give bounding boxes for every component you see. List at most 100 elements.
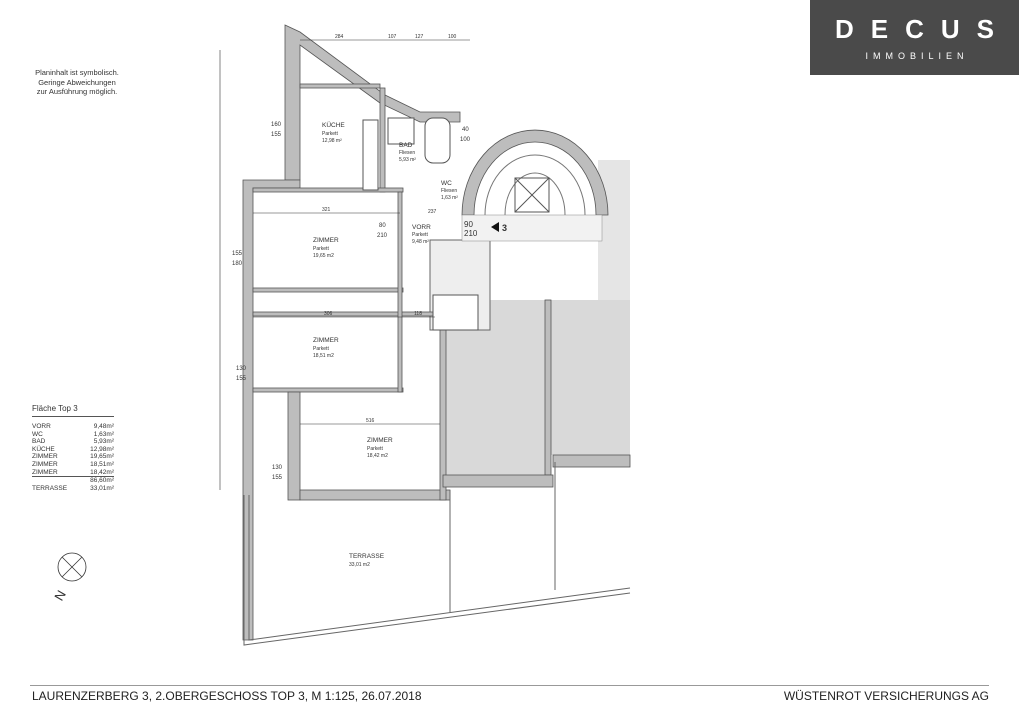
dimension-label: 155: [232, 251, 243, 257]
footer-divider: [30, 685, 989, 686]
room-area: 1,63 m²: [441, 195, 458, 201]
room-floor: Parkett: [412, 232, 428, 238]
area-total-row: 86,60m²: [32, 477, 114, 485]
entrance-door-height: 210: [464, 229, 478, 238]
room-floor: Fliesen: [399, 150, 415, 156]
dimension-label: 284: [335, 34, 344, 40]
room-area: 12,98 m²: [322, 138, 342, 144]
dimension-label: 160: [271, 122, 282, 128]
room-name: ZIMMER: [367, 437, 393, 444]
room-floor: Parkett: [322, 131, 338, 137]
dimension-label: 100: [448, 34, 457, 40]
elevator: [514, 177, 550, 213]
room-floor: Parkett: [313, 346, 329, 352]
dimension-label: 107: [388, 34, 397, 40]
room: WC: [32, 430, 43, 438]
disclaimer-line: Geringe Abweichungen: [38, 77, 116, 87]
disclaimer-line: Planinhalt ist symbolisch.: [35, 68, 119, 77]
room-floor: Parkett: [313, 246, 329, 252]
area: 5,93m²: [93, 438, 114, 446]
room: VORR: [32, 423, 51, 430]
owner-name: WÜSTENROT VERSICHERUNGS AG: [783, 689, 989, 703]
area-row: VORR 9,48m²: [32, 423, 114, 431]
dimension-label: 516: [366, 418, 375, 424]
room: ZIMMER: [32, 460, 58, 468]
room-floor: Fliesen: [441, 188, 457, 194]
dimension-label: 210: [377, 233, 388, 239]
entrance-arrow-icon: [491, 222, 499, 232]
room-area: 9,48 m²: [412, 239, 429, 245]
kitchen-counter-icon: [362, 119, 379, 191]
room: TERRASSE: [32, 484, 68, 492]
room-floor: Parkett: [367, 446, 383, 452]
plan-caption: LAURENZERBERG 3, 2.OBERGESCHOSS TOP 3, M…: [32, 689, 422, 703]
room-area: 18,42 m2: [367, 453, 388, 459]
room: ZIMMER: [32, 468, 58, 476]
room-area: 5,93 m²: [399, 157, 416, 163]
area-row: ZIMMER 19,65m²: [32, 453, 114, 461]
room-area: 33,01 m2: [349, 562, 370, 568]
room-name: VORR: [412, 224, 431, 231]
room: BAD: [32, 438, 46, 446]
bathtub-icon: [424, 117, 451, 164]
dimension-label: 155: [272, 475, 283, 481]
area: 19,65m²: [90, 453, 114, 461]
neighbour-area: [598, 160, 630, 300]
room-labels: KÜCHE Parkett 12,98 m² BAD Fliesen 5,93 …: [313, 121, 458, 568]
dimension-label: 306: [324, 311, 333, 317]
room-name: WC: [441, 180, 452, 187]
room-name: KÜCHE: [322, 121, 345, 129]
entrance-door-width: 90: [464, 220, 473, 229]
room-name: BAD: [399, 142, 413, 149]
dimension-label: 100: [460, 137, 471, 143]
dimension-label: 130: [236, 366, 247, 372]
area-row: BAD 5,93m²: [32, 438, 114, 446]
area-row: ZIMMER 18,51m²: [32, 461, 114, 469]
area-table: Fläche Top 3 VORR 9,48m² WC 1,63m² BAD 5,93…: [32, 404, 114, 492]
north-label: N: [51, 588, 69, 604]
area: 18,42m²: [90, 468, 114, 476]
room: ZIMMER: [32, 453, 58, 461]
room-area: 19,65 m2: [313, 253, 334, 259]
dimension-label: 321: [322, 207, 331, 213]
area: 9,48m²: [93, 423, 114, 430]
plan-disclaimer: Planinhalt ist symbolisch. Geringe Abwei…: [32, 68, 122, 97]
dimension-label: 127: [415, 34, 424, 40]
disclaimer-line: zur Ausführung möglich.: [36, 87, 118, 96]
staircase: [461, 129, 609, 242]
room-name: ZIMMER: [313, 237, 339, 244]
terrace-outline: [243, 462, 631, 646]
decus-logo: DECUS IMMOBILIEN: [810, 0, 1019, 75]
dimension-label: 180: [232, 261, 243, 267]
area-row: ZIMMER 18,42m²: [32, 469, 114, 478]
dimensions: 284 107 127 100 160 155 155 180 130 155 …: [219, 34, 471, 490]
dimension-label: 155: [236, 376, 247, 382]
logo-subtitle: IMMOBILIEN: [865, 51, 969, 61]
area: 33,01m²: [90, 484, 114, 492]
dimension-label: 237: [428, 209, 437, 215]
neighbour-area: [550, 300, 630, 455]
room-name: ZIMMER: [313, 337, 339, 344]
area: 18,51m²: [90, 460, 114, 468]
dimension-label: 40: [462, 127, 469, 133]
area-total: 86,60m²: [90, 477, 114, 485]
dimension-label: 118: [414, 311, 422, 317]
area: 12,98m²: [90, 445, 114, 453]
room: KÜCHE: [32, 445, 55, 453]
area-row: WC 1,63m²: [32, 431, 114, 439]
shower-icon: [432, 294, 479, 331]
dimension-label: 130: [272, 465, 283, 471]
dimension-label: 155: [271, 132, 282, 138]
entrance-marker: 3: [502, 223, 507, 233]
shower-icon: [387, 117, 415, 145]
area: 1,63m²: [93, 430, 114, 438]
area-row-terrace: TERRASSE 33,01m²: [32, 485, 114, 493]
room-name: TERRASSE: [349, 553, 385, 560]
area-row: KÜCHE 12,98m²: [32, 446, 114, 454]
area-table-title: Fläche Top 3: [32, 404, 114, 417]
dimension-label: 80: [379, 223, 386, 229]
room-area: 18,51 m2: [313, 353, 334, 359]
compass-icon: N: [51, 552, 87, 604]
logo-name: DECUS: [834, 14, 1011, 44]
